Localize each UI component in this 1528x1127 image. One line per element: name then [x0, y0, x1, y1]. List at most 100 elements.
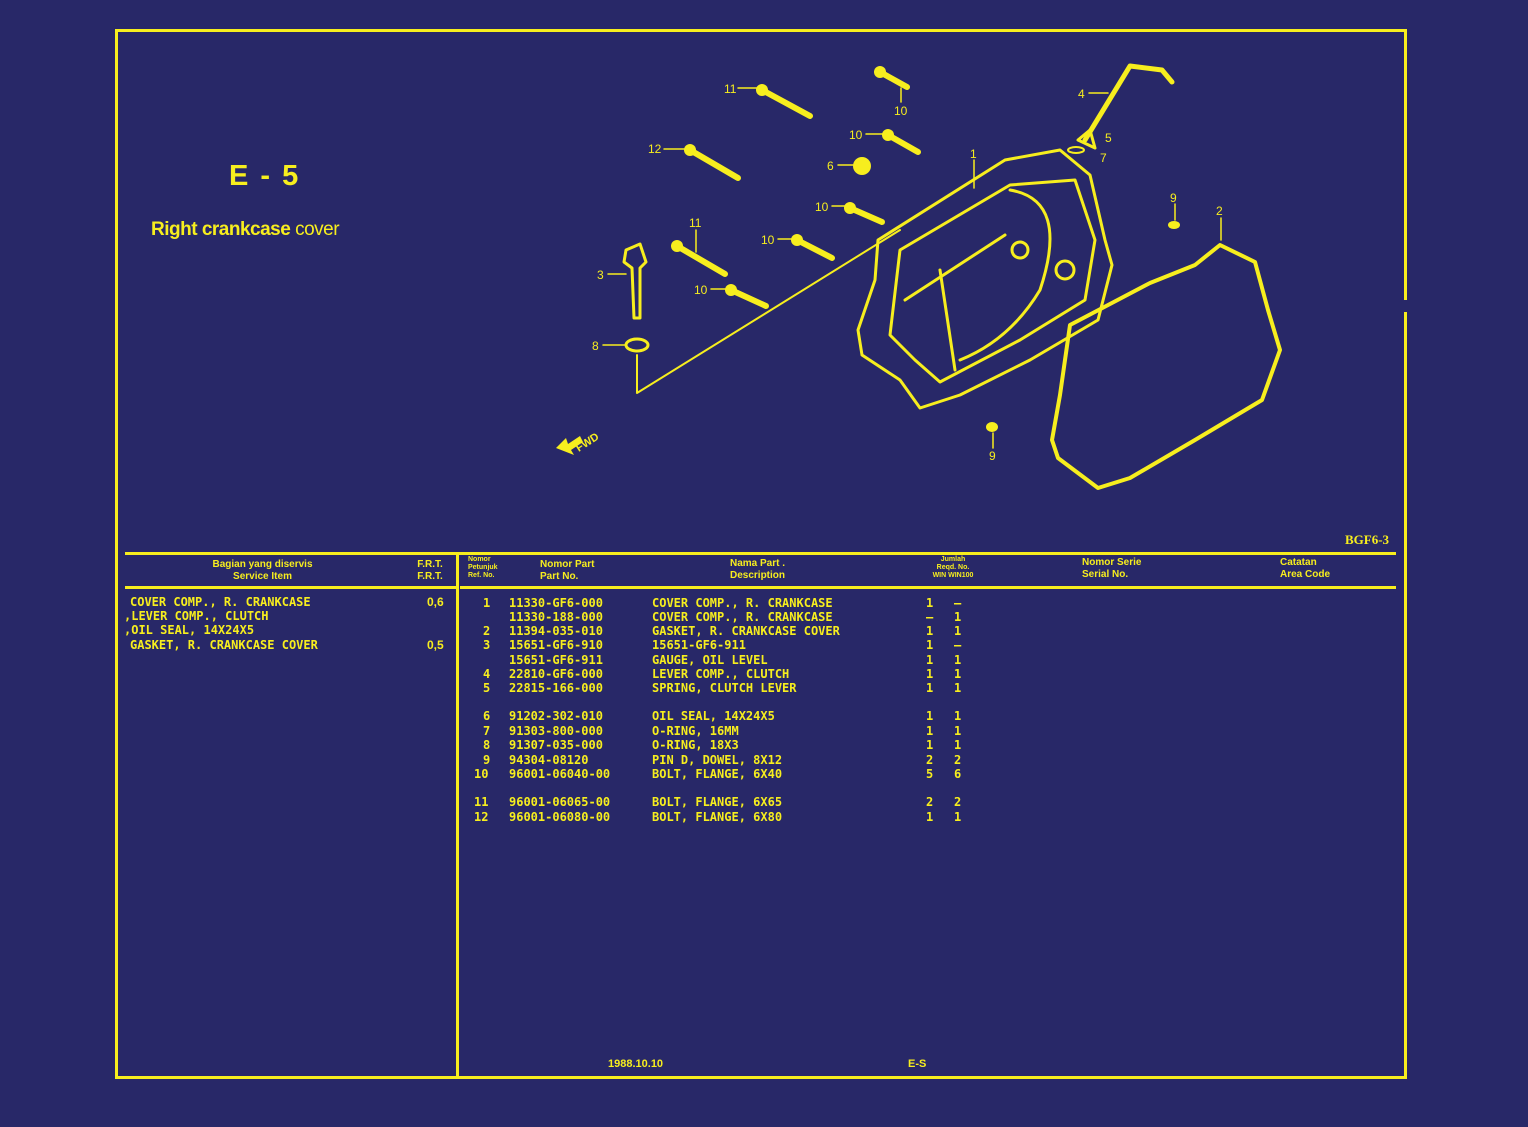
table-divider — [456, 552, 459, 1079]
quantity-win: 5 — [926, 767, 934, 781]
svg-text:10: 10 — [694, 283, 708, 297]
quantity-win: 1 — [926, 709, 934, 723]
quantity-win100: 1 — [954, 709, 962, 723]
quantity-win: 2 — [926, 795, 934, 809]
part-number: 11330-188-000 — [509, 610, 603, 624]
svg-text:2: 2 — [1216, 204, 1223, 218]
ref-number: 12 — [474, 810, 489, 824]
part-description: O-RING, 16MM — [652, 724, 739, 738]
part-description: BOLT, FLANGE, 6X40 — [652, 767, 783, 781]
part-description: PIN D, DOWEL, 8X12 — [652, 753, 783, 767]
part-number: 15651-GF6-911 — [509, 653, 603, 667]
part-number: 11394-035-010 — [509, 624, 603, 638]
part-description: GAUGE, OIL LEVEL — [652, 653, 768, 667]
ref-number: 1 — [483, 596, 491, 610]
quantity-win: 1 — [926, 653, 934, 667]
svg-text:11: 11 — [689, 216, 702, 230]
quantity-win100: — — [954, 638, 962, 652]
part-number: 91202-302-010 — [509, 709, 603, 723]
drawing-reference: BGF6-3 — [1345, 532, 1390, 547]
svg-text:9: 9 — [1170, 191, 1177, 205]
svg-text:12: 12 — [648, 142, 662, 156]
svg-text:4: 4 — [1078, 87, 1085, 101]
quantity-win100: — — [954, 596, 962, 610]
table-header-rule-right — [460, 586, 1396, 589]
part-number: 15651-GF6-910 — [509, 638, 603, 652]
section-title-bold: Right crankcase — [151, 219, 291, 240]
part-number: 91307-035-000 — [509, 738, 603, 752]
service-row: ,LEVER COMP., CLUTCH — [124, 609, 269, 623]
svg-text:10: 10 — [849, 128, 863, 142]
quantity-win100: 6 — [954, 767, 962, 781]
quantity-win100: 1 — [954, 667, 962, 681]
quantity-win: 1 — [926, 681, 934, 695]
part-description: COVER COMP., R. CRANKCASE — [652, 596, 833, 610]
part-number: 11330-GF6-000 — [509, 596, 603, 610]
page-frame — [115, 29, 1407, 1079]
svg-text:10: 10 — [894, 104, 908, 118]
table-top-rule — [125, 552, 1396, 555]
svg-text:8: 8 — [592, 339, 599, 353]
part-description: BOLT, FLANGE, 6X65 — [652, 795, 783, 809]
service-item-header: Bagian yang diservis Service Item — [212, 559, 313, 582]
quantity-win: — — [926, 610, 934, 624]
ref-number: 6 — [483, 709, 491, 723]
ref-number: 11 — [474, 795, 489, 809]
ref-number: 9 — [483, 753, 491, 767]
area-code-header: Catatan Area Code — [1280, 557, 1331, 580]
quantity-win: 1 — [926, 596, 934, 610]
ref-no-header: Nomor Petunjuk Ref. No. — [468, 556, 498, 579]
crankcase-cover-icon — [856, 148, 1114, 410]
svg-text:3: 3 — [597, 268, 604, 282]
part-description: GASKET, R. CRANKCASE COVER — [652, 624, 840, 638]
callout-labels: 11 12 11 10 10 10 10 10 6 3 8 4 5 7 1 2 … — [592, 82, 1223, 463]
section-title: Right crankcase cover — [151, 219, 340, 241]
quantity-win100: 1 — [954, 681, 962, 695]
service-row: GASKET, R. CRANKCASE COVER — [130, 638, 318, 652]
section-title-light: cover — [290, 219, 340, 240]
quantity-win100: 2 — [954, 753, 962, 767]
ref-number: 2 — [483, 624, 491, 638]
part-description: LEVER COMP., CLUTCH — [652, 667, 790, 681]
part-description: COVER COMP., R. CRANKCASE — [652, 610, 833, 624]
exploded-parts-diagram: 11 12 11 10 10 10 10 10 6 3 8 4 5 7 1 2 … — [556, 63, 1282, 490]
quantity-win100: 1 — [954, 810, 962, 824]
quantity-win: 1 — [926, 624, 934, 638]
part-description: OIL SEAL, 14X24X5 — [652, 709, 775, 723]
quantity-win: 1 — [926, 724, 934, 738]
part-description: SPRING, CLUTCH LEVER — [652, 681, 797, 695]
part-description: BOLT, FLANGE, 6X80 — [652, 810, 783, 824]
quantity-win: 2 — [926, 753, 934, 767]
gasket-icon — [1050, 243, 1282, 490]
quantity-win: 1 — [926, 810, 934, 824]
quantity-win: 1 — [926, 638, 934, 652]
part-description: 15651-GF6-911 — [652, 638, 746, 652]
quantity-win100: 1 — [954, 724, 962, 738]
quantity-header: Jumlah Reqd. No. WIN WIN100 — [932, 556, 974, 579]
ref-number: 8 — [483, 738, 491, 752]
forward-arrow-icon: FWD — [556, 431, 601, 455]
footer-page: E-S — [908, 1058, 927, 1070]
svg-text:10: 10 — [761, 233, 775, 247]
quantity-win100: 1 — [954, 624, 962, 638]
quantity-win100: 1 — [954, 738, 962, 752]
svg-text:FWD: FWD — [574, 431, 602, 455]
svg-text:9: 9 — [989, 449, 996, 463]
part-number: 91303-800-000 — [509, 724, 603, 738]
quantity-win100: 2 — [954, 795, 962, 809]
part-number: 22810-GF6-000 — [509, 667, 603, 681]
serial-no-header: Nomor Serie Serial No. — [1082, 557, 1142, 580]
svg-text:10: 10 — [815, 200, 829, 214]
footer-date: 1988.10.10 — [608, 1058, 664, 1070]
frame-break — [1404, 300, 1412, 312]
ref-number: 10 — [474, 767, 489, 781]
ref-number: 7 — [483, 724, 491, 738]
svg-text:11: 11 — [724, 82, 737, 96]
part-number: 96001-06040-00 — [509, 767, 611, 781]
part-number: 96001-06080-00 — [509, 810, 611, 824]
frt-value: 0,6 — [427, 595, 444, 609]
quantity-win100: 1 — [954, 610, 962, 624]
part-number: 22815-166-000 — [509, 681, 603, 695]
part-description: O-RING, 18X3 — [652, 738, 739, 752]
ref-number: 5 — [483, 681, 491, 695]
